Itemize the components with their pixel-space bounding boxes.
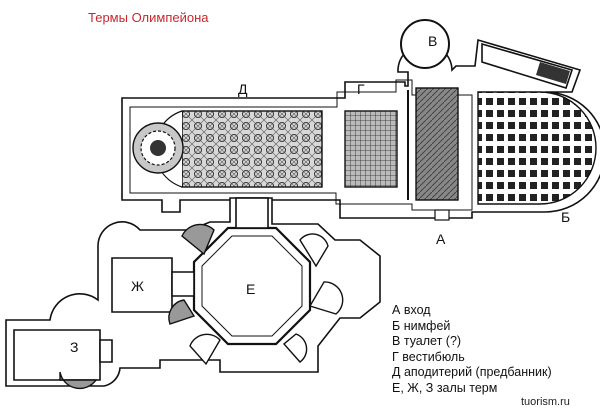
legend-row: В туалет (?)	[392, 334, 462, 349]
room-label-b: Б	[561, 209, 570, 225]
nymphaeum-floor	[477, 91, 597, 205]
legend-row: Д аподитерий (предбанник)	[392, 365, 552, 380]
legend-row: Е, Ж, З залы терм	[392, 380, 498, 395]
mosaic-floor-d	[181, 110, 323, 188]
room-label-zh: Ж	[131, 278, 144, 294]
diagram-title: Термы Олимпейона	[88, 10, 209, 25]
room-label-g: Г	[357, 81, 365, 97]
legend-row: Г вестибюль	[392, 349, 465, 364]
hatched-floor	[415, 87, 459, 201]
room-label-v: В	[428, 33, 437, 49]
latrine-round	[400, 19, 450, 69]
room-label-z: З	[70, 339, 78, 355]
legend-row: Б нимфей	[392, 318, 451, 333]
entrance	[434, 209, 450, 221]
source-credit: tuorism.ru	[521, 396, 570, 408]
room-label-a: А	[436, 231, 446, 247]
legend: А вход Б нимфей В туалет (?) Г вестибюль…	[392, 303, 552, 397]
legend-row: А вход	[392, 303, 431, 317]
octagon-niches	[59, 223, 344, 390]
room-label-d: Д	[238, 81, 248, 97]
room-label-e: Е	[246, 281, 255, 297]
grid-floor-g	[344, 110, 398, 188]
